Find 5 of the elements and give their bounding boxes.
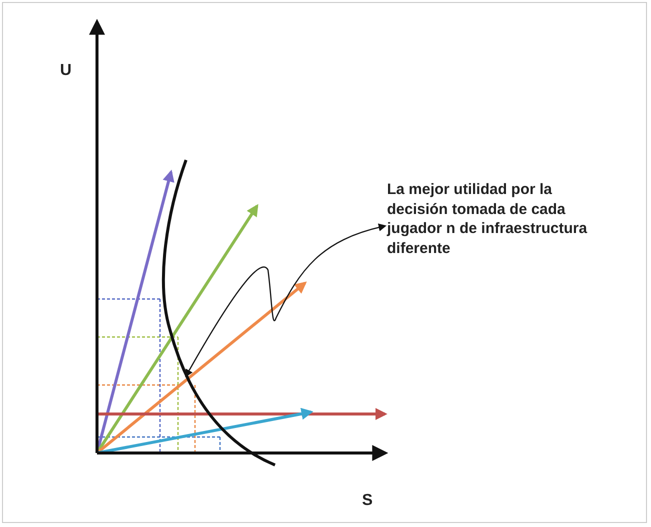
- leader-line: [185, 224, 387, 378]
- utility-curve: [162, 160, 276, 466]
- annotation-text: La mejor utilidad por la decisión tomada de cada jugador n de infraestructura diferente: [387, 180, 592, 258]
- axis-label: S: [362, 492, 373, 510]
- axis-label: U: [60, 62, 72, 80]
